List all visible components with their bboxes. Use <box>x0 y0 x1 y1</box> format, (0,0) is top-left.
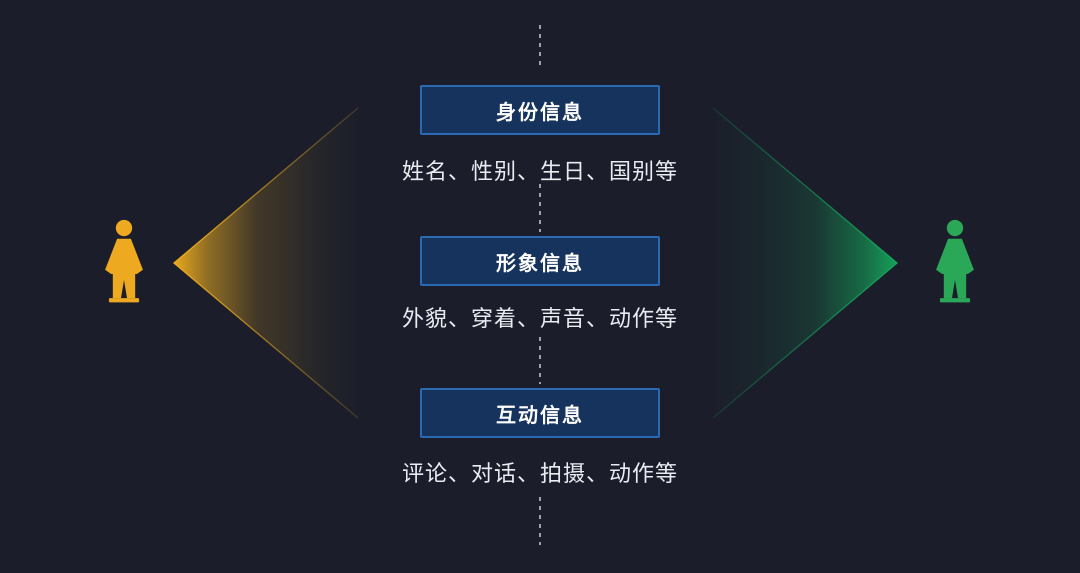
center-dashed-line-segment <box>539 497 541 545</box>
interaction-info-subtitle: 评论、对话、拍摄、动作等 <box>401 461 678 486</box>
identity-info-title: 身份信息 <box>496 101 584 124</box>
appearance-info-title: 形象信息 <box>496 252 584 275</box>
green-cone-right <box>712 107 899 419</box>
appearance-info-box: 形象信息 <box>420 236 660 286</box>
interaction-info-box: 互动信息 <box>420 388 660 438</box>
yellow-cone-left <box>172 107 359 419</box>
identity-info-subtitle: 姓名、性别、生日、国别等 <box>401 159 678 184</box>
center-dashed-line-segment <box>539 25 541 70</box>
center-dashed-line-segment <box>539 337 541 384</box>
appearance-info-subtitle: 外貌、穿着、声音、动作等 <box>401 306 678 331</box>
person-icon-green <box>936 219 974 303</box>
interaction-info-title: 互动信息 <box>496 404 584 427</box>
person-icon-yellow <box>105 219 143 303</box>
center-dashed-line-segment <box>539 184 541 232</box>
identity-info-box: 身份信息 <box>420 85 660 135</box>
